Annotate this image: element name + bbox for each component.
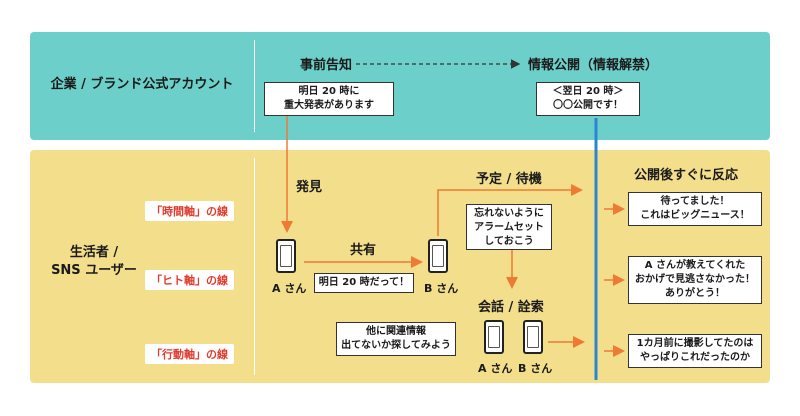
talk-message-box: 他に関連情報 出てないか探してみよう bbox=[336, 322, 456, 356]
reaction-1-line2: これはビッグニュース！ bbox=[640, 210, 750, 221]
top-separator bbox=[254, 40, 255, 132]
announce-box-line1: 明日 20 時に bbox=[298, 86, 360, 97]
company-row-label: 企業 / ブランド公式アカウント bbox=[50, 77, 234, 92]
announce-title: 事前告知 bbox=[300, 58, 353, 73]
plan-title: 予定 / 待機 bbox=[476, 172, 542, 187]
bottom-separator bbox=[254, 158, 255, 375]
reaction-3-line1: 1カ月前に撮影してたのは bbox=[636, 338, 754, 349]
time-axis-label: 「時間軸」の線 bbox=[145, 201, 234, 221]
talk-person-a-label: A さん bbox=[478, 362, 513, 375]
talk-title: 会話 / 詮索 bbox=[478, 300, 544, 315]
phone-icon bbox=[523, 320, 543, 354]
action-axis-label: 「行動軸」の線 bbox=[145, 344, 234, 364]
reaction-3-line2: やっぱりこれだったのか bbox=[640, 352, 750, 363]
release-box-line2: 〇〇公開です！ bbox=[553, 100, 623, 111]
talk-box-line2: 出てないか探してみよう bbox=[341, 340, 451, 351]
person-a-label: A さん bbox=[272, 282, 307, 295]
discover-label: 発見 bbox=[296, 180, 323, 195]
plan-box-line3: しておこう bbox=[484, 236, 534, 247]
reaction-box-2: A さんが教えてくれた おかげで見逃さなかった！ ありがとう！ bbox=[628, 256, 762, 304]
talk-person-b-label: B さん bbox=[518, 362, 553, 375]
people-axis-label: 「ヒト軸」の線 bbox=[145, 270, 234, 290]
phone-icon bbox=[484, 320, 504, 354]
reaction-2-line1: A さんが教えてくれた bbox=[644, 260, 746, 271]
release-title: 情報公開（情報解禁） bbox=[528, 58, 659, 73]
reaction-2-line3: ありがとう！ bbox=[665, 288, 725, 299]
reaction-2-line2: おかげで見逃さなかった！ bbox=[635, 274, 755, 285]
plan-message-box: 忘れないように アラームセット しておこう bbox=[466, 204, 552, 250]
company-band bbox=[30, 32, 770, 140]
release-box: ＜翌日 20 時＞ 〇〇公開です！ bbox=[536, 82, 640, 116]
plan-box-line1: 忘れないように bbox=[474, 208, 544, 219]
announce-box-line2: 重大発表があります bbox=[284, 100, 374, 111]
reactions-title: 公開後すぐに反応 bbox=[634, 168, 739, 183]
plan-arrow bbox=[437, 184, 583, 236]
reaction-box-3: 1カ月前に撮影してたのは やっぱりこれだったのか bbox=[628, 334, 762, 368]
plan-box-line2: アラームセット bbox=[474, 222, 544, 233]
share-label: 共有 bbox=[350, 243, 377, 258]
phone-icon bbox=[276, 239, 296, 273]
reaction-box-1: 待ってました！ これはビッグニュース！ bbox=[628, 192, 762, 226]
consumer-row-label: 生活者 / SNS ユーザー bbox=[34, 244, 154, 280]
release-box-line1: ＜翌日 20 時＞ bbox=[552, 86, 624, 97]
announce-box: 明日 20 時に 重大発表があります bbox=[264, 82, 394, 116]
share-message-box: 明日 20 時だって！ bbox=[314, 273, 414, 293]
consumer-label-line1: 生活者 / bbox=[69, 245, 119, 260]
phone-icon bbox=[428, 239, 448, 273]
talk-box-line1: 他に関連情報 bbox=[366, 326, 426, 337]
consumer-label-line2: SNS ユーザー bbox=[51, 263, 137, 278]
reaction-1-line1: 待ってました！ bbox=[660, 196, 730, 207]
person-b-label: B さん bbox=[424, 282, 459, 295]
